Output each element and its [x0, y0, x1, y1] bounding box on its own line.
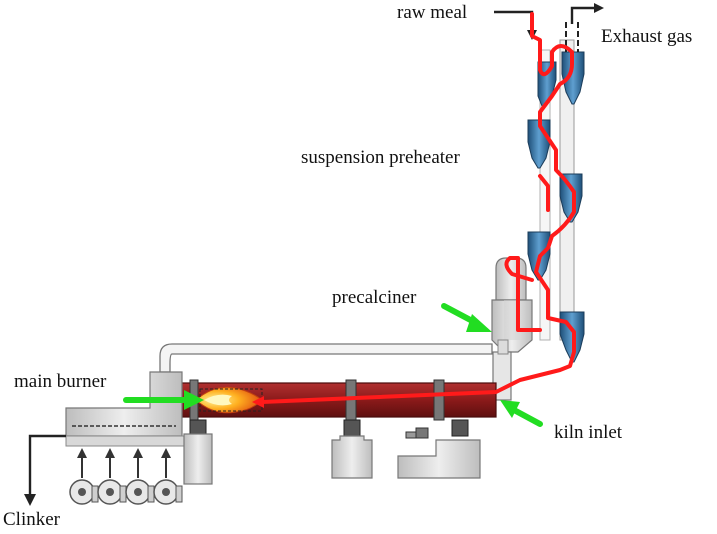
kiln-support-pier-3: [397, 419, 481, 479]
kiln-support-pier-1: [183, 419, 213, 485]
cyclone-icon: [559, 173, 583, 223]
clinker-discharge-arrow: [28, 434, 66, 494]
kiln-inlet-pointer-arrow: [500, 400, 543, 427]
kiln-tyre: [433, 379, 445, 421]
exhaust-gas-arrow: [570, 6, 594, 24]
fan-icon: [97, 448, 127, 505]
arrow-icon: [594, 3, 604, 13]
main-burner-label: main burner: [14, 371, 107, 392]
precalciner-label: precalciner: [332, 287, 417, 308]
fan-icon: [69, 448, 99, 505]
kiln-support-pier-2: [331, 419, 373, 479]
material-flow-path: [260, 12, 576, 404]
kiln-inlet-label: kiln inlet: [554, 422, 623, 443]
raw-meal-label: raw meal: [397, 2, 468, 23]
arrow-icon: [252, 396, 264, 408]
suspension-preheater-label: suspension preheater: [301, 147, 460, 168]
exhaust-duct: [565, 22, 579, 52]
exhaust-gas-label: Exhaust gas: [601, 26, 693, 47]
kiln-inlet-riser: [497, 339, 509, 355]
fan-icon: [125, 448, 155, 505]
main-burner-pointer-arrow: [123, 390, 204, 410]
clinker-label: Clinker: [3, 509, 60, 530]
precalciner-pointer-arrow: [441, 303, 492, 332]
tertiary-air-duct: [159, 343, 493, 373]
fan-icon: [153, 448, 183, 505]
cyclone-stage-3: [559, 173, 583, 223]
raw-meal-feed-arrow: [494, 10, 534, 30]
arrow-icon: [24, 494, 36, 506]
kiln-drive-unit: [405, 427, 429, 439]
cooler-fans: [69, 448, 183, 505]
